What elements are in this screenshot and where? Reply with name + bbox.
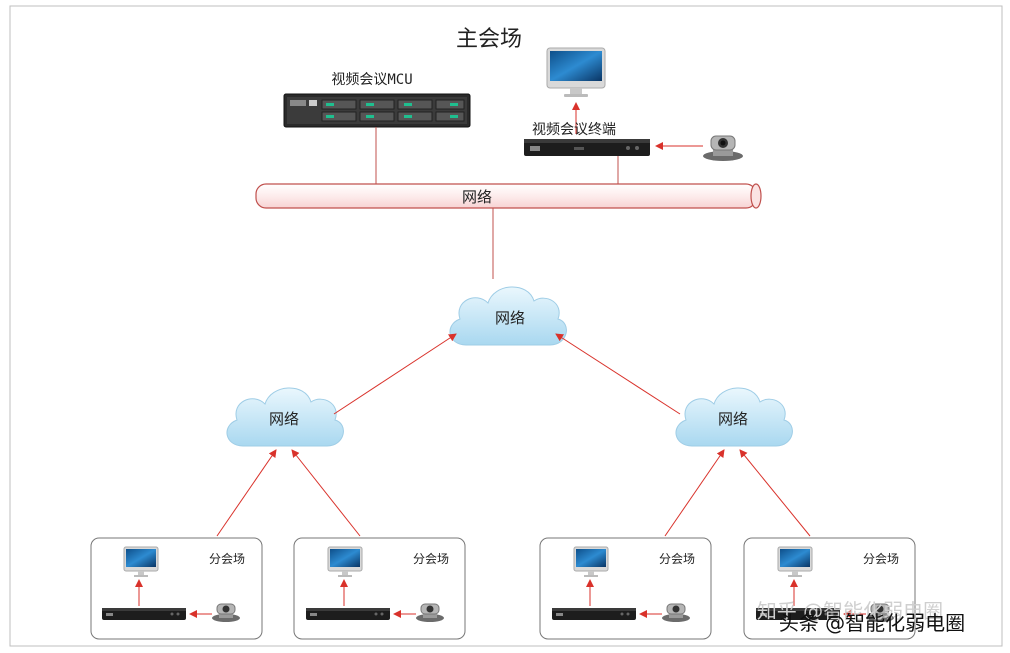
branch-site-3: 分会场 bbox=[539, 537, 712, 640]
branch-site-2: 分会场 bbox=[293, 537, 466, 640]
mcu-server-icon bbox=[283, 93, 471, 128]
main-camera-icon bbox=[702, 135, 744, 162]
backbone-network-pipe bbox=[255, 183, 762, 209]
main-terminal-icon bbox=[524, 139, 650, 156]
site2-label: 分会场 bbox=[413, 552, 449, 566]
backbone-label: 网络 bbox=[462, 188, 492, 206]
watermark-zhihu: 知乎 @智能化弱电圈 bbox=[757, 599, 943, 623]
left-cloud-label: 网络 bbox=[269, 410, 299, 428]
main-site-title: 主会场 bbox=[456, 27, 522, 52]
site3-label: 分会场 bbox=[659, 552, 695, 566]
site1-label: 分会场 bbox=[209, 552, 245, 566]
site4-label: 分会场 bbox=[863, 552, 899, 566]
site1-terminal-icon bbox=[102, 608, 186, 620]
branch-site-4: 分会场 bbox=[743, 537, 916, 640]
site3-terminal-icon bbox=[552, 608, 636, 620]
right-to-center-arrow bbox=[555, 333, 681, 415]
mcu-label: 视频会议MCU bbox=[331, 72, 412, 88]
left-to-center-arrow bbox=[333, 333, 457, 415]
site4-arrow bbox=[739, 449, 811, 537]
terminal-label: 视频会议终端 bbox=[532, 122, 616, 138]
site3-arrow bbox=[664, 449, 725, 537]
main-monitor-icon bbox=[546, 47, 606, 98]
watermark-toutiao: 头条 @智能化弱电圈 bbox=[779, 611, 965, 635]
diagram-frame bbox=[9, 5, 1003, 647]
center-cloud-label: 网络 bbox=[495, 309, 525, 327]
site2-arrow bbox=[291, 449, 361, 537]
right-cloud-label: 网络 bbox=[718, 410, 748, 428]
branch-site-1: 分会场 bbox=[90, 537, 263, 640]
site1-arrow bbox=[216, 449, 277, 537]
site2-terminal-icon bbox=[306, 608, 390, 620]
